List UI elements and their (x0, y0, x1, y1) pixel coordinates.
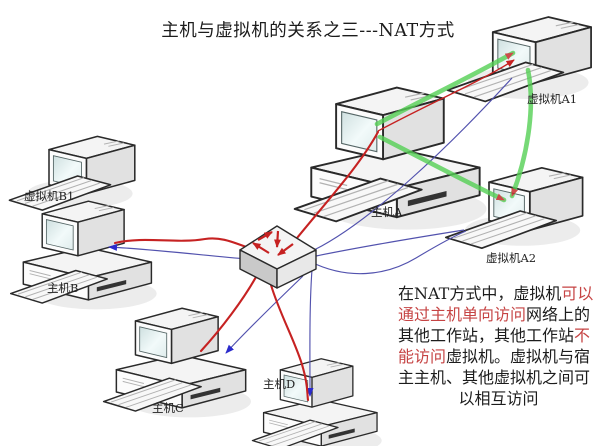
link-hostA-switch-red (295, 130, 380, 240)
vm-a1-label: 虚拟机A1 (527, 92, 578, 106)
note-text-highlight: 可以 (561, 284, 594, 303)
link-hostA-vmA1-red (377, 59, 515, 132)
note-text: 以相互访问 (458, 389, 539, 408)
note-text-highlight: 能访问 (398, 347, 447, 366)
link-switch-hostD-red (269, 283, 310, 402)
host-d-computer-icon (252, 359, 381, 446)
nat-description-line: 在NAT方式中，虚拟机可以 (398, 283, 599, 304)
nat-description-line: 主主机、其他虚拟机之间可 (398, 367, 599, 388)
host-b-computer-icon (11, 201, 157, 309)
switch-arrows-icon (252, 230, 294, 256)
link-switch-vmA2-blue (315, 229, 465, 257)
note-text-highlight: 通过主机单向访问 (398, 305, 527, 324)
host-b-label: 主机B (47, 281, 79, 295)
note-text-highlight: 不 (574, 326, 591, 345)
nat-description-line: 能访问虚拟机。虚拟机与宿 (398, 346, 599, 367)
note-text: 虚拟机。虚拟机与宿 (446, 347, 591, 366)
nat-description: 在NAT方式中，虚拟机可以 通过主机单向访问网络上的 其他工作站，其他工作站不 … (398, 283, 599, 409)
link-switch-hostC-red (199, 275, 258, 353)
link-hostA-vmA1-green (374, 50, 516, 127)
switch-icon (239, 225, 317, 289)
nat-description-line: 其他工作站，其他工作站不 (398, 325, 599, 346)
note-text: 主主机、其他虚拟机之间可 (398, 368, 591, 387)
connection-lines (108, 50, 534, 402)
note-text: 其他工作站，其他工作站 (398, 326, 575, 345)
host-d-label: 主机D (263, 377, 296, 391)
link-hostB-switch-red (113, 237, 255, 251)
note-text: 在NAT方式中，虚拟机 (398, 284, 562, 303)
vm-b1-label: 虚拟机B1 (24, 189, 75, 203)
link-switch-hostB-blue (108, 243, 248, 260)
link-switch-vmA2-blue-2 (310, 230, 467, 275)
nat-description-line: 以相互访问 (398, 388, 599, 409)
link-vmA1-vmA2-green (509, 67, 534, 199)
nat-description-line: 通过主机单向访问网络上的 (398, 304, 599, 325)
diagram-title: 主机与虚拟机的关系之三---NAT方式 (161, 21, 455, 41)
vm-a2-label: 虚拟机A2 (486, 251, 537, 265)
link-switch-hostC-blue (225, 275, 304, 354)
host-a-label: 主机A (371, 205, 403, 219)
host-c-label: 主机C (152, 401, 184, 415)
link-switch-vmA1-blue (313, 77, 513, 251)
link-hostA-vmA2-green (377, 134, 507, 203)
vm-a1-computer-icon (447, 17, 591, 101)
note-text: 网络上的 (526, 305, 591, 324)
